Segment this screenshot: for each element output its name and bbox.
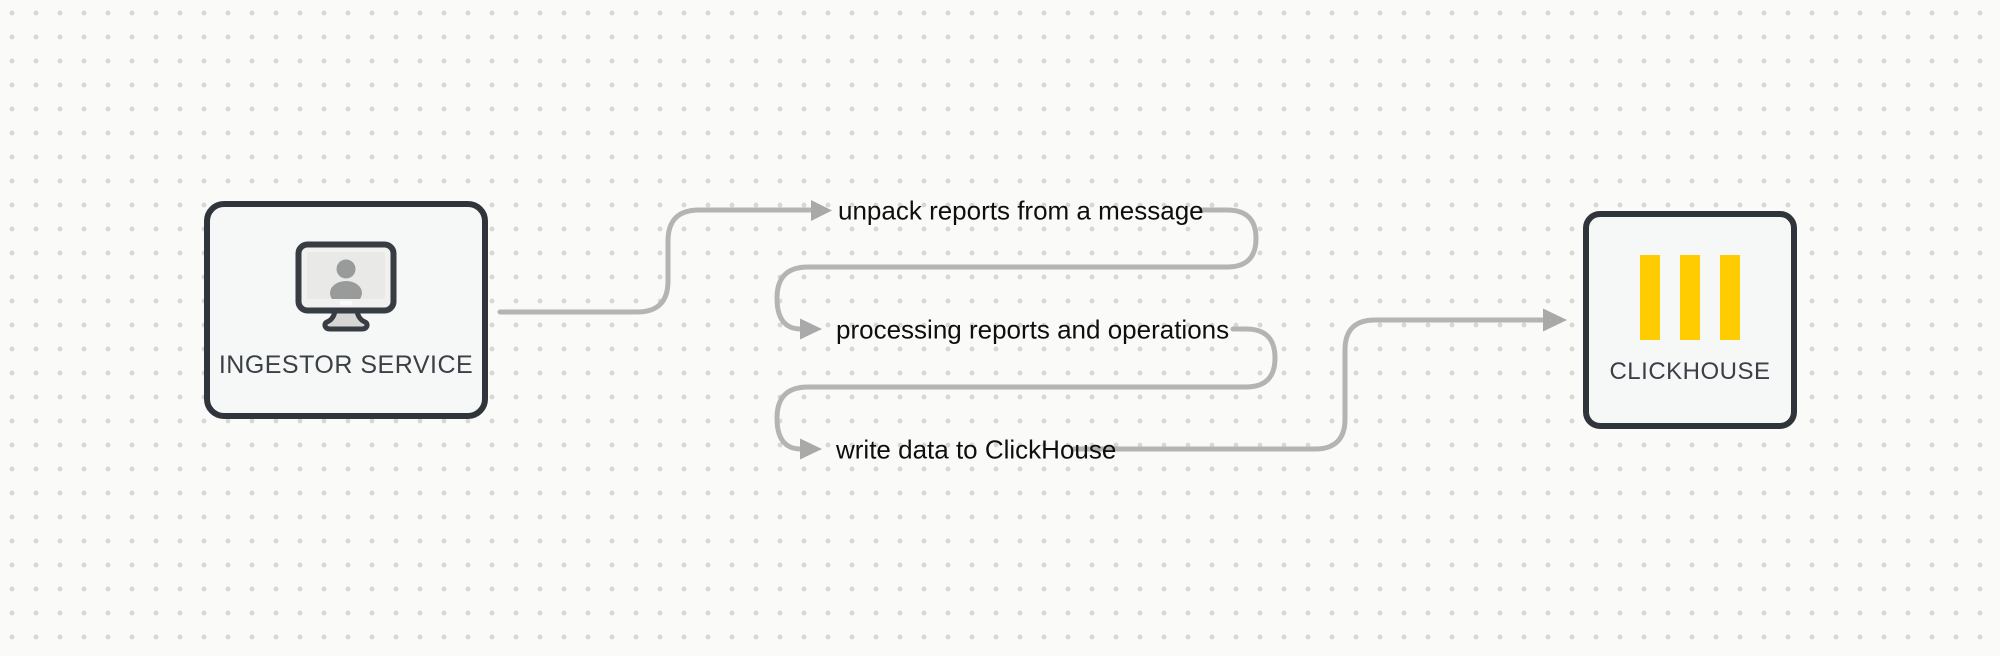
connector-ingestor-to-step1 bbox=[497, 207, 815, 315]
node-ingestor-service: INGESTOR SERVICE bbox=[204, 201, 488, 419]
node-clickhouse: CLICKHOUSE bbox=[1583, 211, 1797, 429]
step-label-write: write data to ClickHouse bbox=[836, 434, 1117, 465]
arrowhead-step1-icon bbox=[811, 200, 832, 221]
person-silhouette-icon bbox=[330, 259, 362, 299]
step-label-processing: processing reports and operations bbox=[836, 314, 1230, 345]
clickhouse-bars-icon bbox=[1640, 254, 1740, 340]
monitor-stand bbox=[322, 306, 370, 331]
clickhouse-bar-2 bbox=[1680, 254, 1700, 340]
clickhouse-bar-1 bbox=[1640, 254, 1660, 340]
arrowhead-step3-icon bbox=[800, 438, 822, 460]
ingestor-service-label: INGESTOR SERVICE bbox=[218, 350, 474, 379]
connector-step1-to-step2 bbox=[774, 207, 1259, 332]
arrowhead-clickhouse-icon bbox=[1543, 308, 1567, 332]
clickhouse-bar-3 bbox=[1720, 254, 1740, 340]
arrowhead-step2-icon bbox=[800, 318, 822, 340]
connector-step2-to-step3 bbox=[774, 326, 1278, 452]
step-label-unpack: unpack reports from a message bbox=[838, 195, 1204, 226]
monitor-chin-dash bbox=[340, 300, 352, 305]
workstation-monitor-user-icon bbox=[295, 241, 397, 331]
clickhouse-label: CLICKHOUSE bbox=[1609, 357, 1771, 385]
